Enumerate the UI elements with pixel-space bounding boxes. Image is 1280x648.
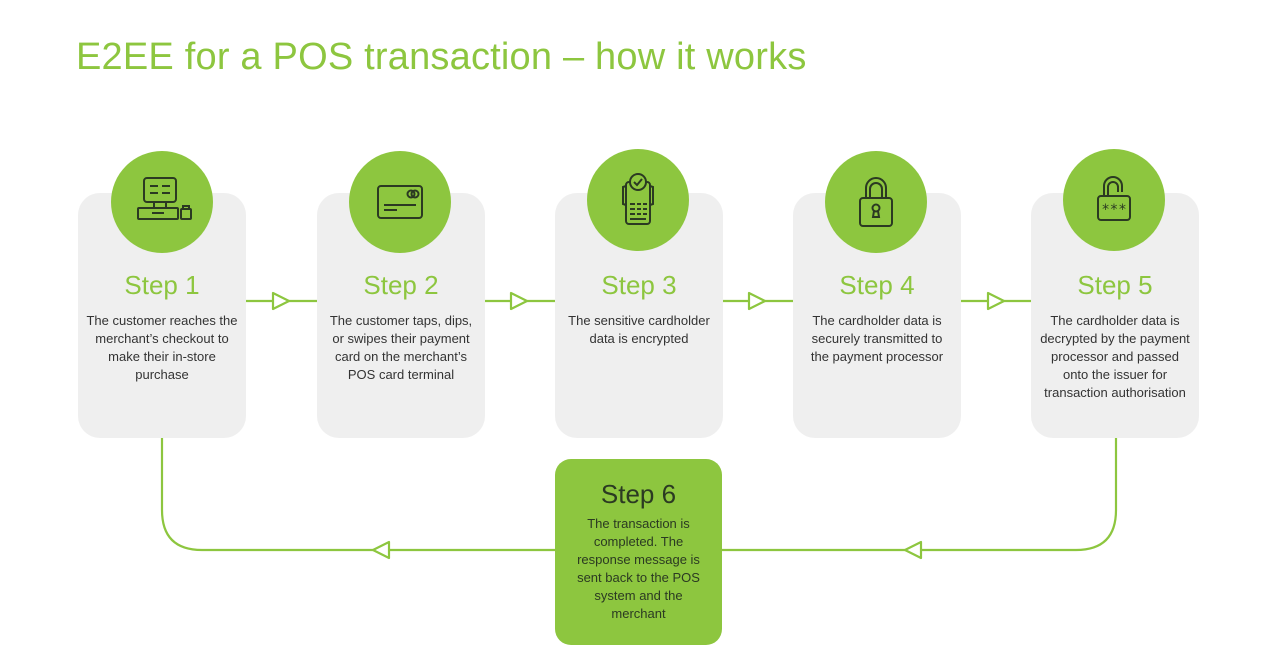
step-5-icon-badge: *** (1063, 149, 1165, 251)
step-1-icon-badge (111, 151, 213, 253)
step-2-icon-badge (349, 151, 451, 253)
step-3-title: Step 3 (601, 270, 677, 300)
step-2-description: The customer taps, dips, or swipes their… (329, 313, 473, 382)
step-1-title: Step 1 (124, 270, 200, 300)
step-4-description: The cardholder data is securely transmit… (810, 313, 944, 364)
step-4-icon-badge (825, 151, 927, 253)
svg-text:***: *** (1101, 202, 1126, 218)
step-6-description: The transaction is completed. The respon… (577, 516, 700, 621)
card-reader-check-icon (622, 173, 654, 225)
step-4-title: Step 4 (839, 270, 915, 300)
step-5-title: Step 5 (1077, 270, 1153, 300)
unlocked-password-icon: *** (1097, 176, 1131, 221)
lock-icon (859, 177, 893, 227)
step-5-description: The cardholder data is decrypted by the … (1040, 313, 1190, 400)
step-3-description: The sensitive cardholder data is encrypt… (568, 313, 710, 346)
pos-terminal-icon (137, 177, 192, 220)
step-3-icon-badge (587, 149, 689, 251)
credit-card-icon (377, 185, 423, 219)
step-6-title: Step 6 (600, 479, 677, 509)
step-2-title: Step 2 (363, 270, 439, 300)
page-title: E2EE for a POS transaction – how it work… (76, 36, 807, 78)
step-1-description: The customer reaches the merchant’s chec… (86, 313, 238, 382)
step-6-card: Step 6 The transaction is completed. The… (555, 459, 722, 645)
